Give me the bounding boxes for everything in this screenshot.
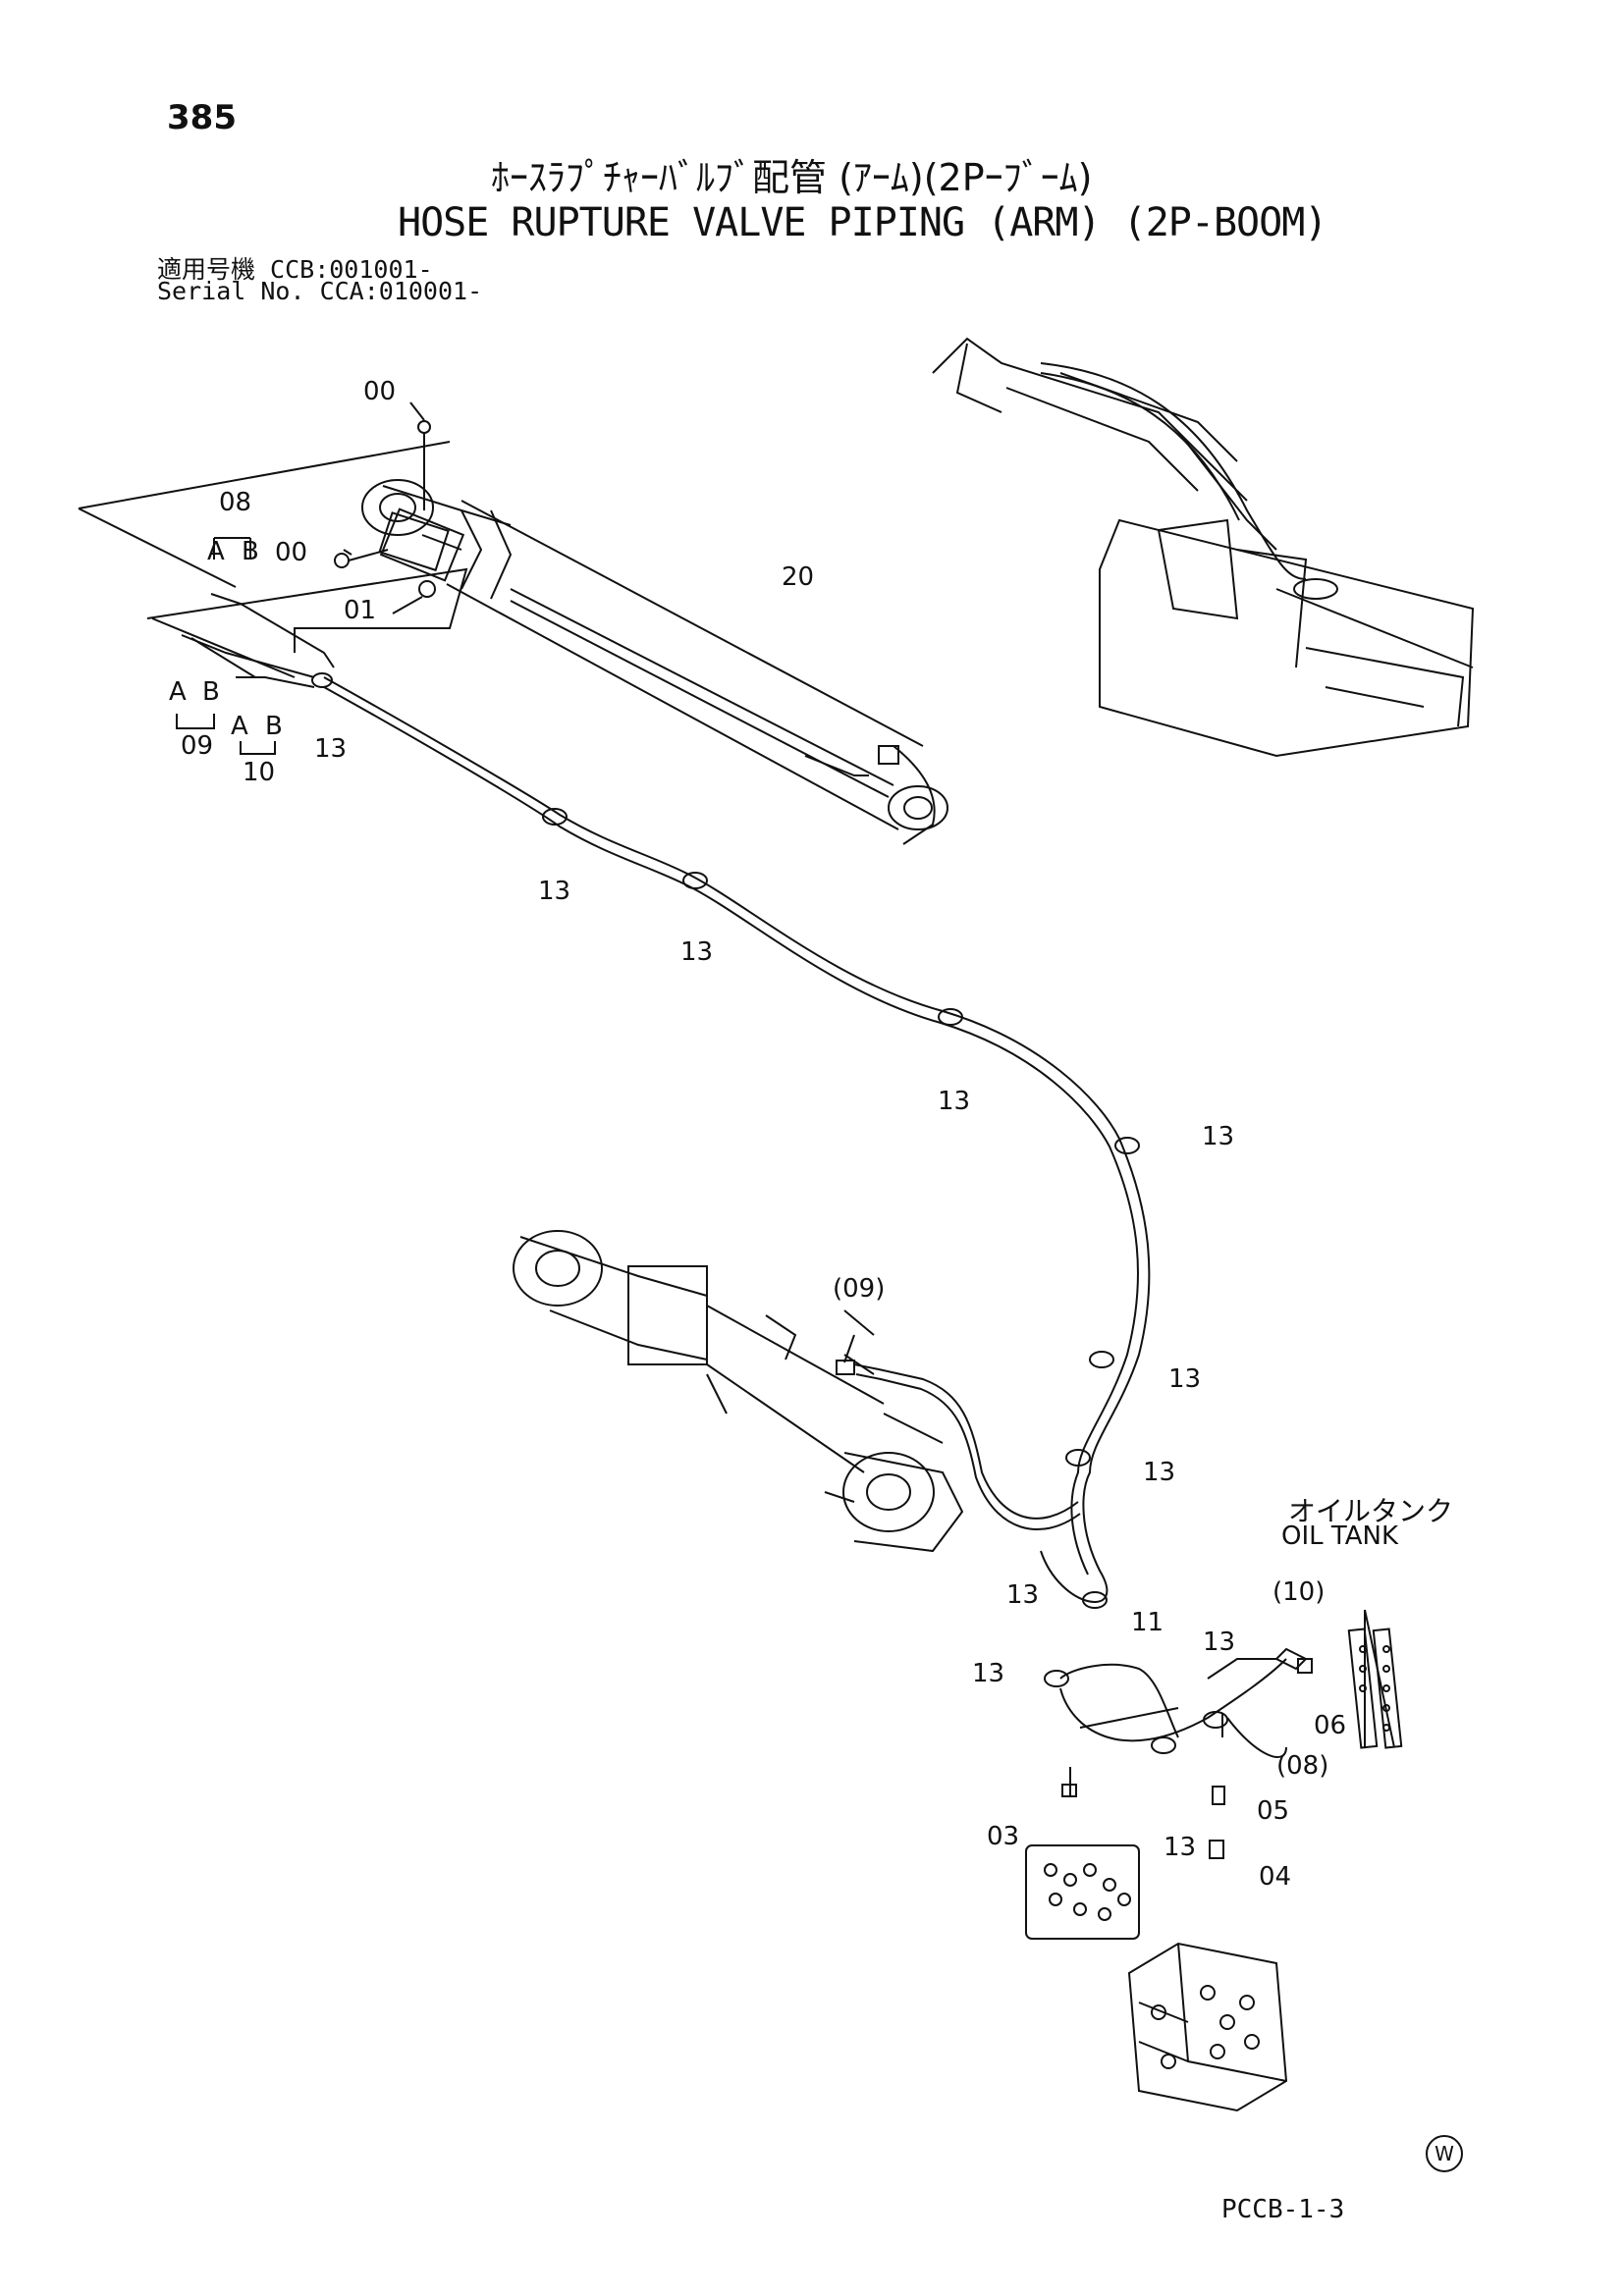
callout-13-3: 13 bbox=[680, 937, 714, 967]
callout-13-9: 13 bbox=[972, 1659, 1005, 1688]
page-number: 385 bbox=[167, 98, 237, 137]
callout-05: 05 bbox=[1257, 1796, 1290, 1826]
callout-08-a: A bbox=[207, 537, 225, 566]
callout-20: 20 bbox=[782, 562, 815, 592]
callout-09-paren: (09) bbox=[833, 1274, 886, 1304]
callout-03: 03 bbox=[987, 1822, 1020, 1851]
callout-13-5: 13 bbox=[1202, 1122, 1235, 1151]
callout-06: 06 bbox=[1314, 1711, 1347, 1740]
callout-00-b: 00 bbox=[275, 538, 308, 567]
callout-13-8: 13 bbox=[1006, 1580, 1040, 1610]
oil-tank-label-jp: オイルタンク bbox=[1288, 1495, 1454, 1527]
callout-13-10: 13 bbox=[1203, 1628, 1236, 1657]
callout-13-11: 13 bbox=[1164, 1833, 1197, 1862]
callout-13-6: 13 bbox=[1168, 1364, 1202, 1394]
applicable-serial-jp: 適用号機 CCB:001001- bbox=[157, 255, 433, 284]
serial-number: Serial No. CCA:010001- bbox=[157, 277, 483, 305]
callout-13-4: 13 bbox=[938, 1087, 971, 1116]
callout-08-b: B bbox=[242, 537, 259, 566]
arm-cylinder bbox=[361, 479, 948, 845]
callout-01: 01 bbox=[344, 596, 377, 625]
callout-09-a: A bbox=[169, 677, 187, 707]
callout-09-b: B bbox=[202, 677, 220, 707]
watermark-icon: W bbox=[1426, 2135, 1463, 2172]
clamp-markers bbox=[311, 672, 1228, 1754]
control-valve-main bbox=[1127, 1942, 1288, 2112]
callout-13-1: 13 bbox=[314, 734, 348, 764]
title-japanese: ﾎｰｽﾗﾌﾟﾁｬｰﾊﾞﾙﾌﾞ配管 (ｱｰﾑ)(2Pｰﾌﾞｰﾑ) bbox=[491, 156, 1093, 199]
callout-08: 08 bbox=[219, 488, 252, 517]
callout-09: 09 bbox=[181, 731, 214, 761]
oil-tank-flange bbox=[1347, 1609, 1403, 1749]
callout-04: 04 bbox=[1259, 1862, 1292, 1892]
callout-10-paren: (10) bbox=[1272, 1577, 1326, 1607]
oil-tank-label-en: OIL TANK bbox=[1281, 1522, 1399, 1551]
callout-13-7: 13 bbox=[1143, 1458, 1176, 1487]
callout-11: 11 bbox=[1131, 1608, 1164, 1637]
callout-08-paren: (08) bbox=[1276, 1751, 1329, 1781]
callout-00-a: 00 bbox=[363, 377, 397, 406]
callout-10: 10 bbox=[243, 758, 276, 787]
footer-code: PCCB-1-3 bbox=[1221, 2195, 1345, 2224]
callout-10-b: B bbox=[265, 712, 283, 741]
boom-cylinder bbox=[513, 1230, 964, 1553]
hose-rupture-valve bbox=[334, 420, 450, 598]
control-valve-small bbox=[1025, 1844, 1140, 1940]
title-english: HOSE RUPTURE VALVE PIPING (ARM) (2P-BOOM… bbox=[398, 200, 1327, 245]
callout-10-a: A bbox=[231, 712, 248, 741]
excavator-inset bbox=[932, 337, 1475, 758]
callout-13-2: 13 bbox=[538, 877, 571, 906]
